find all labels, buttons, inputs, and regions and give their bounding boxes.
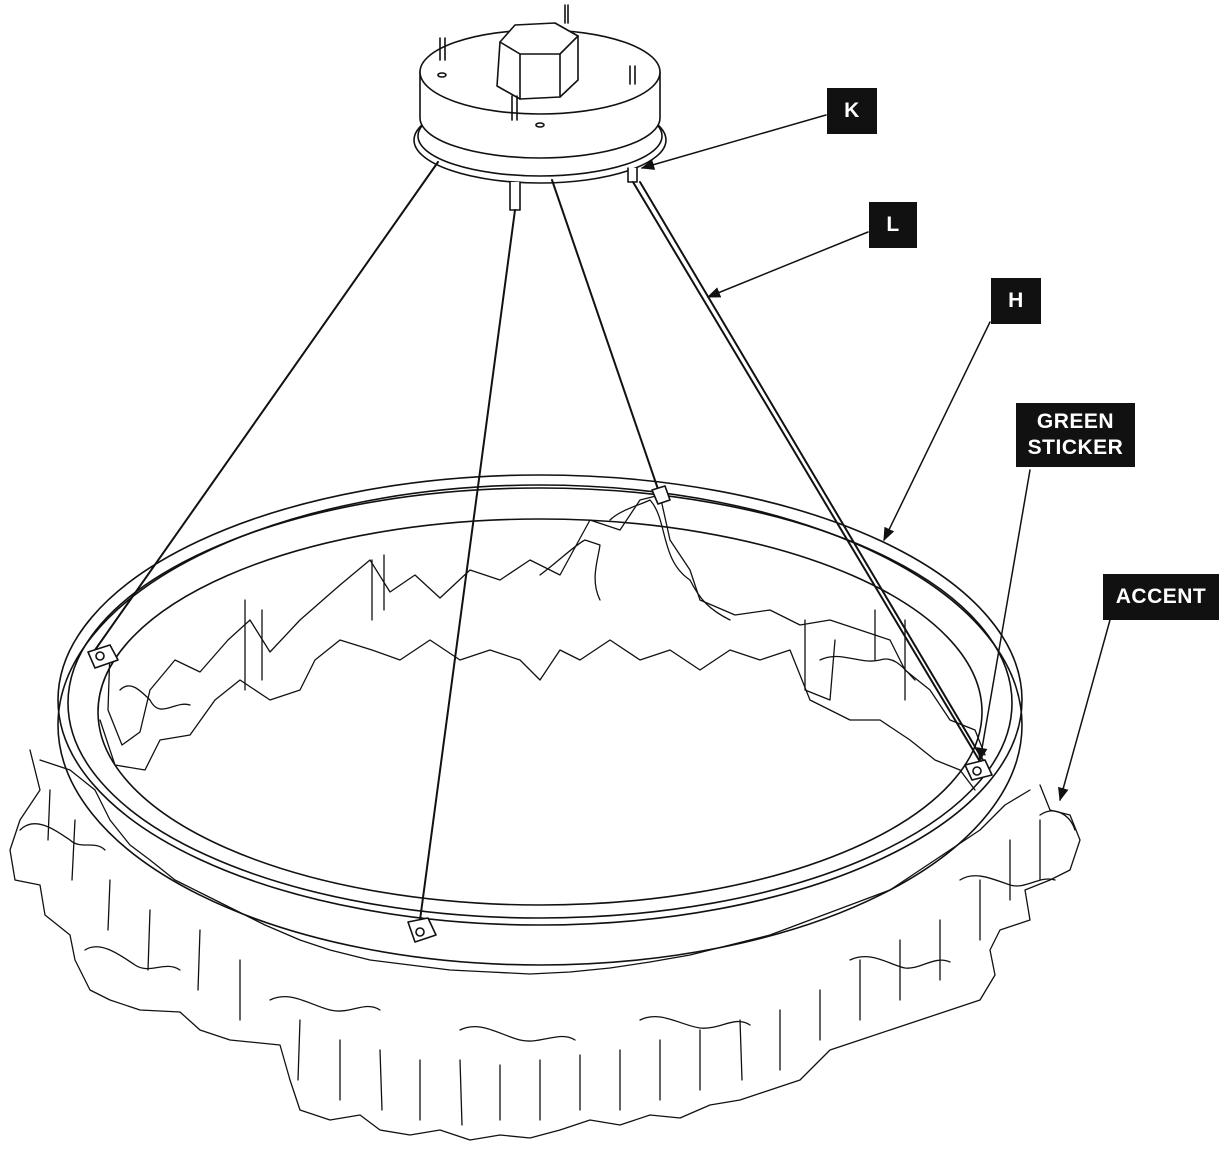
accent-band-front [9, 749, 1081, 1141]
callout-green-sticker-line2: STICKER [1027, 436, 1124, 459]
leader-lines [640, 114, 1111, 802]
driver-box [496, 22, 579, 100]
accent-band-back [99, 494, 986, 791]
callout-k: K [827, 88, 877, 134]
callout-h-label: H [1008, 289, 1024, 312]
callout-l-label: L [886, 213, 900, 236]
callout-l: L [869, 202, 917, 248]
canopy [413, 4, 667, 211]
callout-k-label: K [844, 99, 860, 122]
outer-ring [57, 474, 1023, 966]
suspension-cables [94, 161, 991, 936]
callout-accent-label: ACCENT [1115, 585, 1207, 608]
callout-h: H [991, 278, 1041, 324]
callout-green-sticker: GREEN STICKER [1016, 403, 1135, 467]
ring-mount-clips [87, 485, 993, 943]
callout-green-sticker-line1: GREEN [1036, 410, 1115, 433]
callout-accent: ACCENT [1103, 574, 1219, 620]
